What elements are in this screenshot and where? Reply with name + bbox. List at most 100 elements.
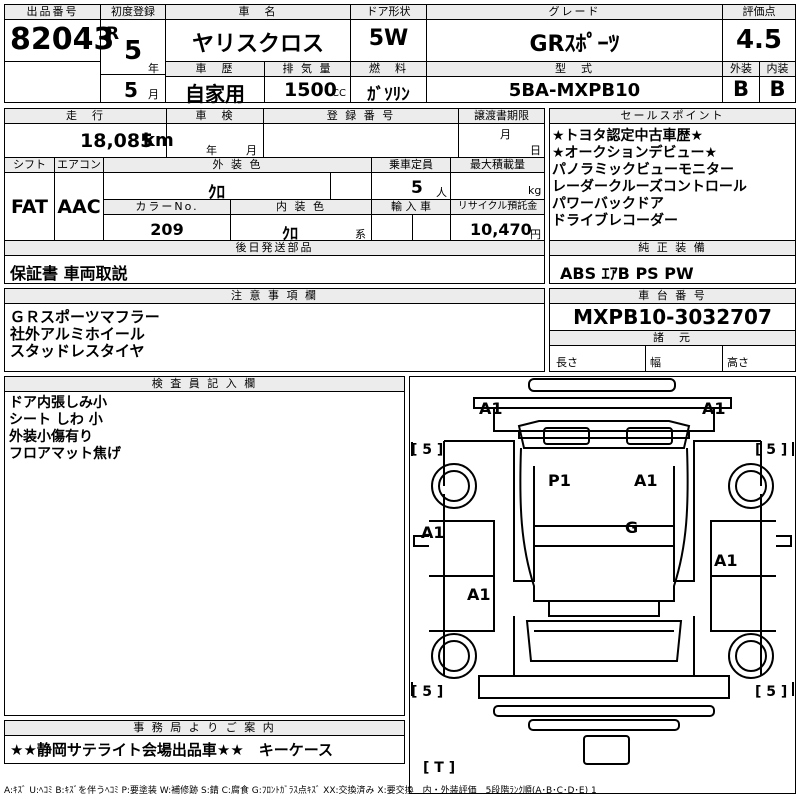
reg-year: 5 [124, 36, 143, 66]
displacement: 1500 [284, 79, 337, 101]
sales-point: パワーバックドア [552, 196, 664, 212]
displacement-unit: CC [332, 88, 346, 99]
sales-points-list: ★トヨタ認定中古車歴★ ★オークションデビュー★ パノラミックビューモニター レ… [552, 128, 747, 230]
color-label: 外 装 色 [103, 157, 372, 173]
damage-mark: G [625, 518, 638, 537]
damage-diagram-box [409, 376, 796, 794]
chassis-label: 車 台 番 号 [549, 288, 796, 304]
damage-mark: A1 [714, 551, 738, 570]
later-parts-label: 後日発送部品 [4, 240, 545, 256]
mileage-unit: km [143, 130, 174, 151]
lot-number: 82043 [10, 22, 115, 57]
damage-mark: A1 [634, 471, 658, 490]
inspector-list: ドア内張しみ小 シート しわ 小 外装小傷有り フロアマット焦げ [9, 395, 121, 463]
damage-mark: P1 [548, 471, 571, 490]
exterior-grade: B [732, 77, 749, 101]
ac-label: エアコン [54, 157, 104, 173]
air-conditioner: AAC [57, 196, 101, 218]
load-label: 最大積載量 [450, 157, 545, 173]
grade: GRｽﾎﾟｰﾂ [529, 32, 620, 57]
color-number: 209 [150, 220, 184, 239]
height-label: 高さ [727, 356, 749, 369]
interior-color-label: 内 装 色 [230, 199, 372, 215]
history: 自家用 [185, 82, 245, 106]
sales-point: パノラミックビューモニター [552, 162, 734, 178]
caution-item: スタッドレスタイヤ [10, 342, 145, 360]
door-type: 5W [368, 26, 409, 51]
tire-mark: [ 5 ] [755, 442, 787, 458]
width-label: 幅 [650, 356, 661, 369]
inspection-year-unit: 年 [206, 144, 217, 157]
era: R [106, 24, 120, 44]
year-unit: 年 [148, 62, 159, 75]
registration-label: 初度登録 [100, 4, 166, 20]
exterior-grade-label: 外装 [722, 61, 760, 77]
model-label: 型 式 [426, 61, 723, 77]
damage-mark: A1 [421, 523, 445, 542]
damage-mark: A1 [467, 585, 491, 604]
interior-grade: B [769, 77, 786, 101]
tire-mark: [ 5 ] [411, 684, 443, 700]
sales-point: レーダークルーズコントロール [552, 179, 747, 195]
sales-point: ドライブレコーダー [552, 213, 678, 229]
chassis-number: MXPB10-3032707 [573, 305, 772, 329]
door-label: ドア形状 [350, 4, 427, 20]
inspection-month-unit: 月 [246, 144, 257, 157]
mileage: 18,085 [80, 130, 154, 152]
import-label: 輸 入 車 [371, 199, 451, 215]
interior-color: ｸﾛ [281, 224, 298, 243]
caution-label: 注 意 事 項 欄 [4, 288, 545, 304]
caution-item: 社外アルミホイール [10, 325, 145, 343]
transfer-month-unit: 月 [500, 128, 511, 141]
plate-label: 登 録 番 号 [263, 108, 459, 124]
displacement-label: 排 気 量 [264, 61, 351, 77]
inspector-item: フロアマット焦げ [9, 446, 121, 462]
sales-point: ★トヨタ認定中古車歴★ [552, 128, 704, 144]
score: 4.5 [735, 25, 783, 55]
inspector-item: 外装小傷有り [9, 429, 93, 445]
transfer-day-unit: 日 [530, 144, 541, 157]
interior-grade-label: 内装 [759, 61, 796, 77]
sales-point: ★オークションデビュー★ [552, 145, 718, 161]
inspector-item: ドア内張しみ小 [9, 395, 107, 411]
name-label: 車 名 [165, 4, 351, 20]
fuel: ｶﾞｿﾘﾝ [367, 85, 410, 105]
length-label: 長さ [556, 356, 578, 369]
office-label: 事 務 局 よ り ご 案 内 [4, 720, 405, 736]
month-unit: 月 [148, 88, 159, 101]
car-diagram: A1 A1 P1 A1 G A1 A1 A1 [ 5 ] [ 5 ] [ 5 ]… [411, 378, 794, 776]
transfer-label: 譲渡書期限 [458, 108, 545, 124]
history-label: 車 歴 [165, 61, 265, 77]
equipment: ABS ｴｱB PS PW [560, 264, 694, 283]
damage-mark: A1 [479, 399, 503, 418]
inspector-item: シート しわ 小 [9, 412, 103, 428]
score-label: 評価点 [722, 4, 796, 20]
exterior-color: ｸﾛ [208, 183, 225, 203]
shift: FAT [11, 196, 48, 218]
recycle-unit: 円 [530, 228, 541, 241]
capacity-unit: 人 [436, 186, 447, 199]
caution-list: ＧＲスポーツマフラー 社外アルミホイール スタッドレスタイヤ [10, 309, 160, 360]
equipment-label: 純 正 装 備 [549, 240, 796, 256]
tire-mark: [ 5 ] [755, 684, 787, 700]
caution-item: ＧＲスポーツマフラー [10, 308, 160, 326]
office-note: ★★静岡サテライト会場出品車★★ キーケース [10, 741, 334, 759]
car-name: ヤリスクロス [191, 32, 324, 57]
sales-points-label: セールスポイント [549, 108, 796, 124]
legend: A:ｷｽﾞ U:ﾍｺﾐ B:ｷｽﾞを伴うﾍｺﾐ P:要塗装 W:補修跡 S:錆 … [4, 786, 597, 796]
spare-tire-mark: [ T ] [423, 760, 455, 776]
capacity: 5 [411, 178, 423, 198]
tire-mark: [ 5 ] [411, 442, 443, 458]
lot-label: 出品番号 [4, 4, 101, 20]
capacity-label: 乗車定員 [371, 157, 451, 173]
interior-color-unit: 系 [355, 228, 366, 241]
model-code: 5BA-MXPB10 [508, 80, 641, 101]
recycle-deposit: 10,470 [470, 220, 532, 239]
grade-label: グレード [426, 4, 723, 20]
shift-label: シフト [4, 157, 55, 173]
fuel-label: 燃 料 [350, 61, 427, 77]
reg-month: 5 [124, 78, 138, 102]
mileage-label: 走 行 [4, 108, 167, 124]
damage-mark: A1 [702, 399, 726, 418]
dimensions-label: 諸 元 [549, 330, 796, 346]
